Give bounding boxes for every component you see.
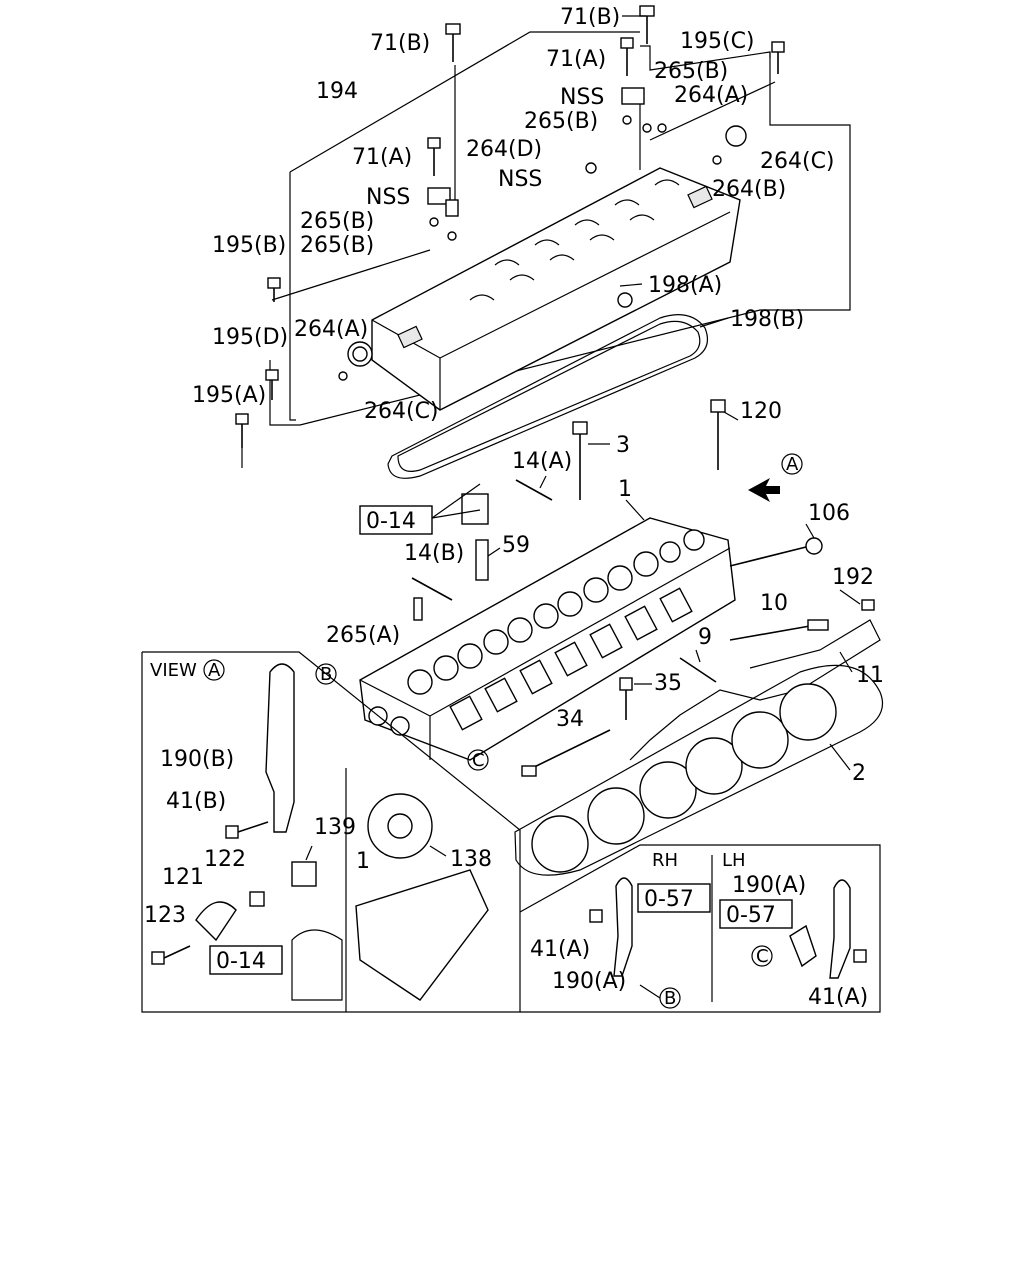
label-265b-4: 265(B) xyxy=(300,233,374,258)
label-264c-bot: 264(C) xyxy=(364,399,439,424)
label-71a-left: 71(A) xyxy=(352,145,412,170)
label-190a-rh: 190(A) xyxy=(552,969,626,994)
label-b-circ: B xyxy=(320,664,332,685)
label-nss-3: NSS xyxy=(366,185,410,210)
circle-view-a xyxy=(203,659,225,681)
rh-lh-panel xyxy=(519,844,881,1013)
label-121: 121 xyxy=(162,865,204,890)
box-014-b xyxy=(209,945,283,975)
label-1: 1 xyxy=(618,477,632,502)
label-264b: 264(B) xyxy=(712,177,786,202)
label-138: 138 xyxy=(450,847,492,872)
label-59: 59 xyxy=(502,533,530,558)
circle-b xyxy=(315,663,337,685)
label-nss-1: NSS xyxy=(560,85,604,110)
label-264a-left: 264(A) xyxy=(294,317,368,342)
circle-a-top xyxy=(781,453,803,475)
label-190b: 190(B) xyxy=(160,747,234,772)
label-view-a: A xyxy=(208,660,221,681)
view-direction-arrow xyxy=(748,478,780,502)
camshaft-carrier-drawing xyxy=(235,5,851,479)
box-057-lh xyxy=(719,899,793,929)
label-265a: 265(A) xyxy=(326,623,400,648)
label-198b: 198(B) xyxy=(730,307,804,332)
label-14a: 14(A) xyxy=(512,449,572,474)
label-41a-lh: 41(A) xyxy=(808,985,868,1010)
box-014-a xyxy=(359,505,433,535)
circle-c-lh xyxy=(751,945,773,967)
box-057-rh xyxy=(637,883,711,913)
label-014-b: 0-14 xyxy=(216,949,266,974)
label-190a-lh: 190(A) xyxy=(732,873,806,898)
label-1-inset: 1 xyxy=(356,849,370,874)
label-b-rh: B xyxy=(664,988,676,1009)
label-057-lh: 0-57 xyxy=(726,903,776,928)
label-view: VIEW xyxy=(150,660,197,681)
label-265b-2: 265(B) xyxy=(524,109,598,134)
label-265b-1: 265(B) xyxy=(654,59,728,84)
label-106: 106 xyxy=(808,501,850,526)
label-265b-3: 265(B) xyxy=(300,209,374,234)
leader-lines xyxy=(305,15,861,861)
label-194: 194 xyxy=(316,79,358,104)
label-195b: 195(B) xyxy=(212,233,286,258)
label-11: 11 xyxy=(856,663,884,688)
label-122: 122 xyxy=(204,847,246,872)
callout-labels: 71(B) 71(B) 195(C) 71(A) 265(B) NSS 264(… xyxy=(144,5,884,1010)
cylinder-head-drawing xyxy=(359,399,881,777)
label-120: 120 xyxy=(740,399,782,424)
label-264d: 264(D) xyxy=(466,137,542,162)
circle-c xyxy=(467,749,489,771)
label-195d: 195(D) xyxy=(212,325,288,350)
label-35: 35 xyxy=(654,671,682,696)
label-nss-2: NSS xyxy=(498,167,542,192)
label-14b: 14(B) xyxy=(404,541,464,566)
label-rh: RH xyxy=(652,850,678,871)
label-264a-top: 264(A) xyxy=(674,83,748,108)
label-014-a: 0-14 xyxy=(366,509,416,534)
head-gasket-drawing xyxy=(514,664,884,876)
label-195a: 195(A) xyxy=(192,383,266,408)
label-3: 3 xyxy=(616,433,630,458)
label-71b-left: 71(B) xyxy=(370,31,430,56)
circle-b-rh xyxy=(659,987,681,1009)
label-057-rh: 0-57 xyxy=(644,887,694,912)
label-c-lh: C xyxy=(756,946,769,967)
label-195c: 195(C) xyxy=(680,29,755,54)
label-41b: 41(B) xyxy=(166,789,226,814)
label-9: 9 xyxy=(698,625,712,650)
label-192: 192 xyxy=(832,565,874,590)
label-71b-top: 71(B) xyxy=(560,5,620,30)
label-198a: 198(A) xyxy=(648,273,722,298)
label-264c-top: 264(C) xyxy=(760,149,835,174)
label-139: 139 xyxy=(314,815,356,840)
label-41a-rh: 41(A) xyxy=(530,937,590,962)
label-10: 10 xyxy=(760,591,788,616)
label-123: 123 xyxy=(144,903,186,928)
label-2: 2 xyxy=(852,761,866,786)
label-a-top: A xyxy=(786,454,799,475)
view-a-panel xyxy=(141,651,521,1013)
label-71a-top: 71(A) xyxy=(546,47,606,72)
label-34: 34 xyxy=(556,707,584,732)
label-lh: LH xyxy=(722,850,746,871)
label-c-circ: C xyxy=(472,750,485,771)
